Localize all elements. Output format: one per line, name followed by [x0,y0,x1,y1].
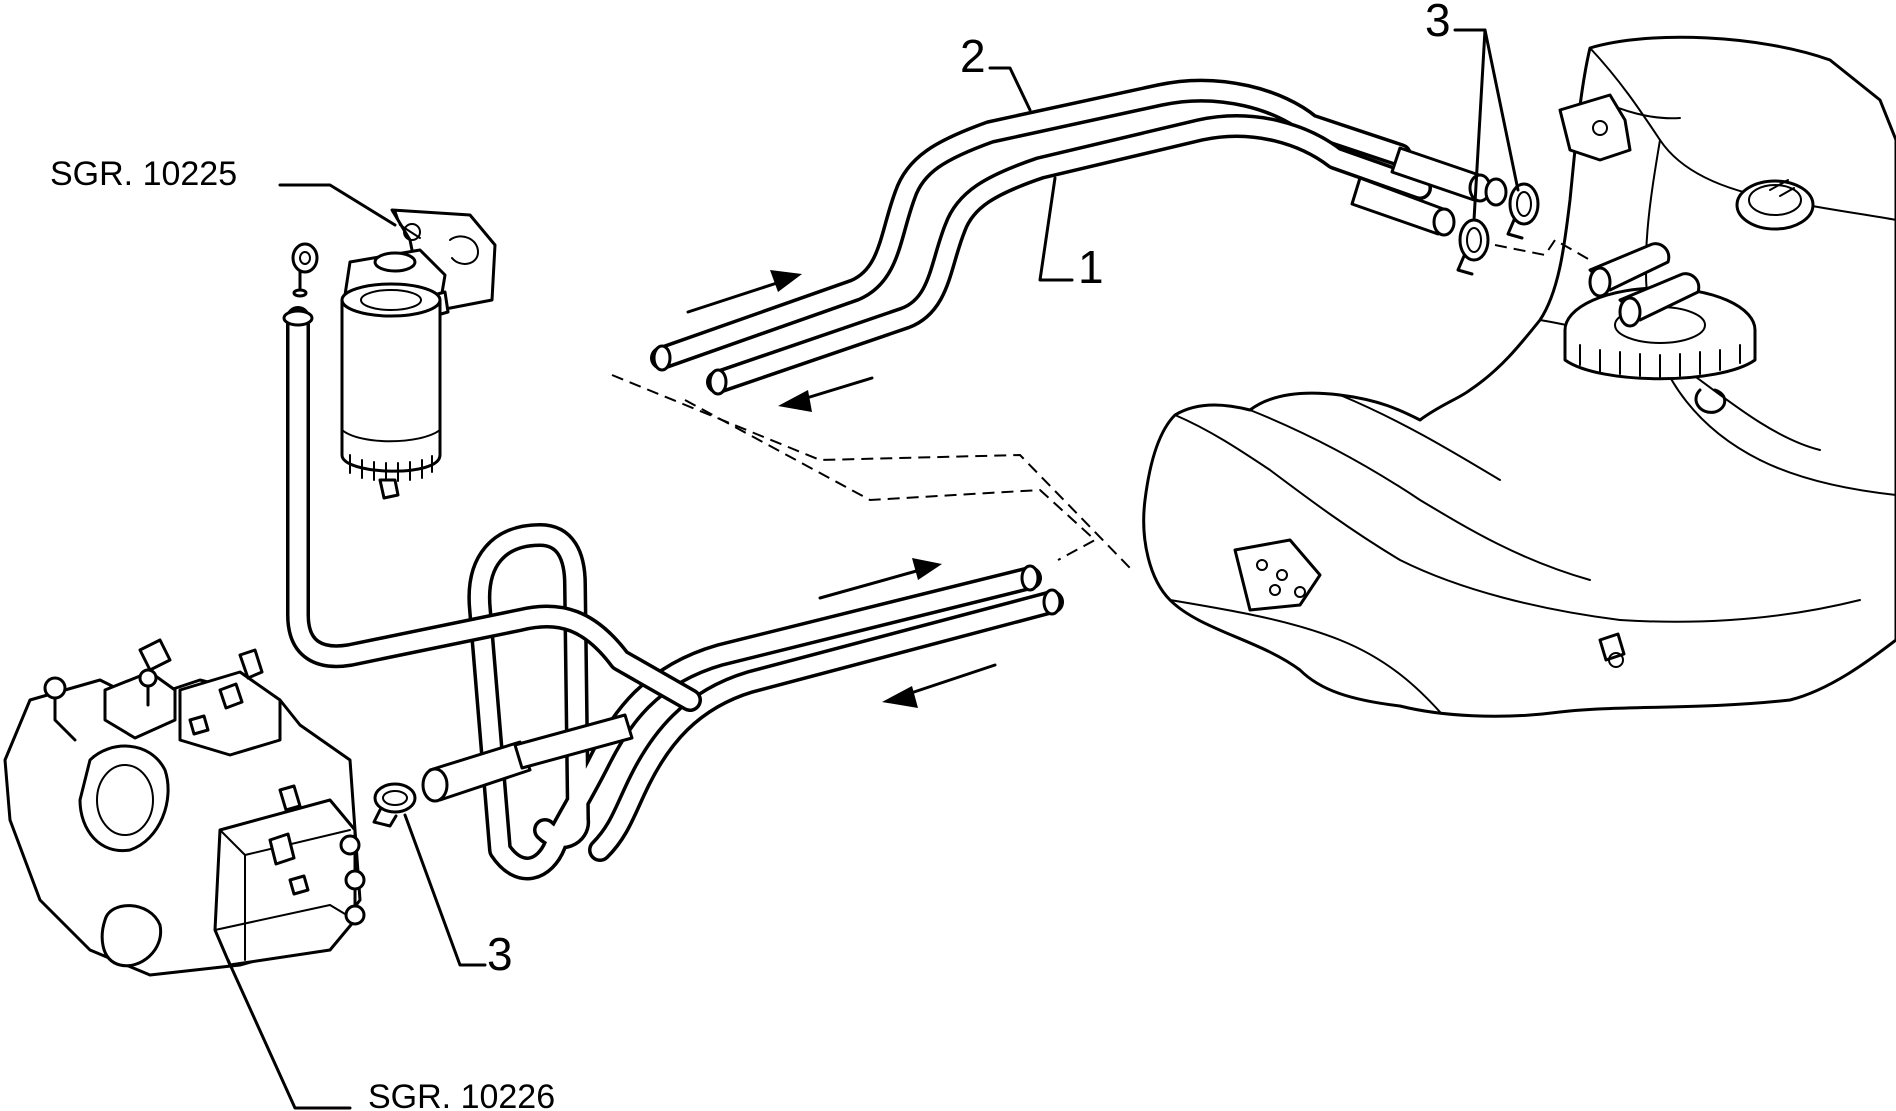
label-filter-ref: SGR. 10225 [50,155,397,227]
connection-line-left [611,374,1131,569]
label-clamp-top: 3 [1425,0,1520,222]
connection-line-right [684,399,1097,561]
upper-hose-ends [1350,146,1508,237]
pipe-2-end [652,344,672,372]
flow-arrow-upper-right [686,270,802,314]
lower-pipe-end-b [1042,588,1062,616]
label-pipe-2: 2 [960,30,1032,112]
clamp-top-number: 3 [1425,0,1451,46]
fuel-tank [1142,35,1896,718]
clamp-bottom-number: 3 [487,928,513,980]
injection-pump [3,638,366,977]
pipe-1-end [708,368,728,396]
flow-arrow-lower-left [882,663,997,708]
pump-ref-text: SGR. 10226 [368,1078,555,1111]
lower-feed-pipe [588,590,1064,862]
label-pipe-1: 1 [1038,176,1104,293]
label-clamp-bottom: 3 [403,813,513,980]
pipe-2 [650,78,1412,370]
filter-ref-text: SGR. 10225 [50,155,237,193]
fuel-filter [291,208,497,500]
lower-hose [421,713,634,803]
pipe-1 [706,114,1432,394]
hose-clamp-upper-b [1456,218,1490,276]
lower-return-pipe [467,523,1042,881]
lower-pipe-end-a [1020,564,1040,592]
pipe-2-number: 2 [960,30,986,82]
hose-clamp-upper-a [1506,182,1540,240]
label-pump-ref: SGR. 10226 [226,958,555,1111]
flow-arrow-lower-right [818,558,942,600]
connection-line-tank [1494,238,1591,261]
hose-clamp-lower [372,782,417,828]
filter-to-pump-pipe [282,306,702,712]
pipe-1-number: 1 [1078,241,1104,293]
flow-arrow-upper-left [778,376,874,412]
